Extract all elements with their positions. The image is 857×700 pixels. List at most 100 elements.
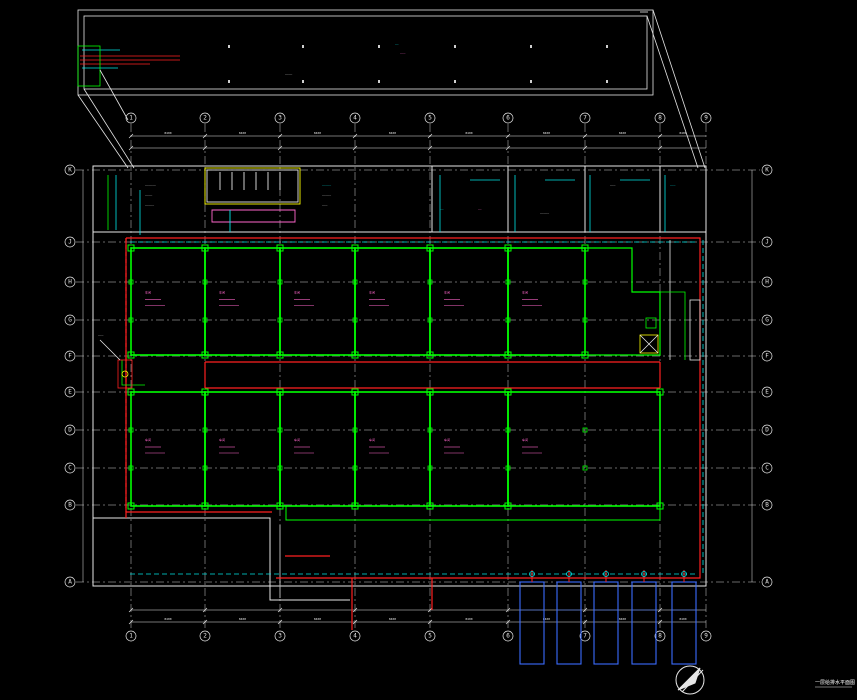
dimension-text: 8400 xyxy=(679,131,686,135)
axis-number: 6 xyxy=(506,633,510,640)
floor-drain-icon xyxy=(603,571,609,577)
room-outline xyxy=(354,247,431,356)
axis-bubble xyxy=(199,630,211,642)
dimension-tick xyxy=(202,145,208,151)
axis-bubble xyxy=(761,386,773,398)
svg-text:—————: ————— xyxy=(322,193,331,197)
column-marker xyxy=(504,351,512,359)
axis-letter: K xyxy=(68,167,72,174)
staircase xyxy=(204,167,301,232)
axis-number: 2 xyxy=(203,633,207,640)
axis-number: 7 xyxy=(583,115,587,122)
axis-number: 1 xyxy=(129,115,133,122)
column-marker xyxy=(351,351,359,359)
axis-number: 8 xyxy=(658,633,662,640)
axis-bubble xyxy=(274,112,286,124)
column-marker xyxy=(277,427,283,433)
column-marker xyxy=(128,279,134,285)
column-marker xyxy=(201,502,209,510)
axis-letter: E xyxy=(68,389,72,396)
room-name: 车间 xyxy=(219,290,225,295)
axis-number: 5 xyxy=(428,633,432,640)
column-marker xyxy=(351,502,359,510)
svg-text:——: —— xyxy=(440,207,444,211)
axis-bubble xyxy=(761,236,773,248)
axis-bubble xyxy=(761,164,773,176)
column-marker xyxy=(427,317,433,323)
dimension-text: 8400 xyxy=(389,617,396,621)
dimension-text: 8400 xyxy=(389,131,396,135)
room-outline xyxy=(204,391,281,507)
dimension-tick xyxy=(277,607,283,613)
axis-bubble xyxy=(761,462,773,474)
axis-letter: D xyxy=(765,427,769,434)
column-marker xyxy=(352,317,358,323)
septic-tank xyxy=(671,581,697,665)
column-marker xyxy=(352,427,358,433)
room-name: 车间 xyxy=(522,290,528,295)
dimension-text: 8400 xyxy=(465,617,472,621)
column-marker xyxy=(127,244,135,252)
room-name: 车间 xyxy=(219,437,225,442)
axis-bubble xyxy=(64,350,76,362)
axis-bubble xyxy=(64,276,76,288)
axis-number: 7 xyxy=(583,633,587,640)
dimension-tick xyxy=(505,619,511,625)
svg-text:———: ——— xyxy=(670,183,676,187)
axis-bubble xyxy=(424,630,436,642)
svg-text:——————: —————— xyxy=(145,183,156,187)
axis-bubble xyxy=(654,630,666,642)
column-marker xyxy=(426,351,434,359)
column-marker xyxy=(426,502,434,510)
svg-text:————: ———— xyxy=(285,72,292,76)
dimension-tick xyxy=(427,619,433,625)
dimension-tick xyxy=(657,145,663,151)
room-outline xyxy=(130,391,206,507)
axis-bubble xyxy=(761,576,773,588)
axis-number: 3 xyxy=(278,633,282,640)
axis-bubble xyxy=(64,314,76,326)
axis-letter: D xyxy=(68,427,72,434)
left-riser-group: ——— xyxy=(98,175,145,389)
room-name: 车间 xyxy=(294,290,300,295)
column-marker xyxy=(201,244,209,252)
axis-bubble xyxy=(64,462,76,474)
axis-letter: G xyxy=(68,317,72,324)
svg-text:———: ——— xyxy=(400,51,406,55)
floor-drain-icon xyxy=(681,571,687,577)
dimension-text: 8400 xyxy=(239,131,246,135)
dimension-tick xyxy=(202,607,208,613)
column-marker xyxy=(582,427,588,433)
dimension-tick xyxy=(505,145,511,151)
room-outline xyxy=(429,391,509,507)
room-outline xyxy=(585,247,661,356)
dimension-text: 8400 xyxy=(314,131,321,135)
column-marker xyxy=(427,427,433,433)
axis-letter: J xyxy=(68,239,72,246)
axis-letter: A xyxy=(765,579,769,586)
column-marker xyxy=(505,427,511,433)
column-marker xyxy=(505,279,511,285)
dimension-tick xyxy=(352,607,358,613)
dimension-tick xyxy=(352,145,358,151)
axis-bubble xyxy=(349,630,361,642)
room-outline xyxy=(279,247,356,356)
axis-letter: E xyxy=(765,389,769,396)
column-marker xyxy=(352,279,358,285)
axis-bubble xyxy=(125,630,137,642)
column-marker xyxy=(277,279,283,285)
dimension-tick xyxy=(277,133,283,139)
dimension-tick xyxy=(128,145,134,151)
column-marker xyxy=(582,317,588,323)
axis-bubble xyxy=(502,630,514,642)
axis-bubble xyxy=(700,630,712,642)
column-marker xyxy=(276,351,284,359)
dimension-tick xyxy=(202,133,208,139)
axis-bubble xyxy=(125,112,137,124)
dimension-text: 8400 xyxy=(164,617,171,621)
loading-bay-outline xyxy=(285,506,661,521)
roof-pipe-detail: —— ——— ———— xyxy=(77,42,406,121)
column-marker xyxy=(505,317,511,323)
column-marker xyxy=(656,388,664,396)
